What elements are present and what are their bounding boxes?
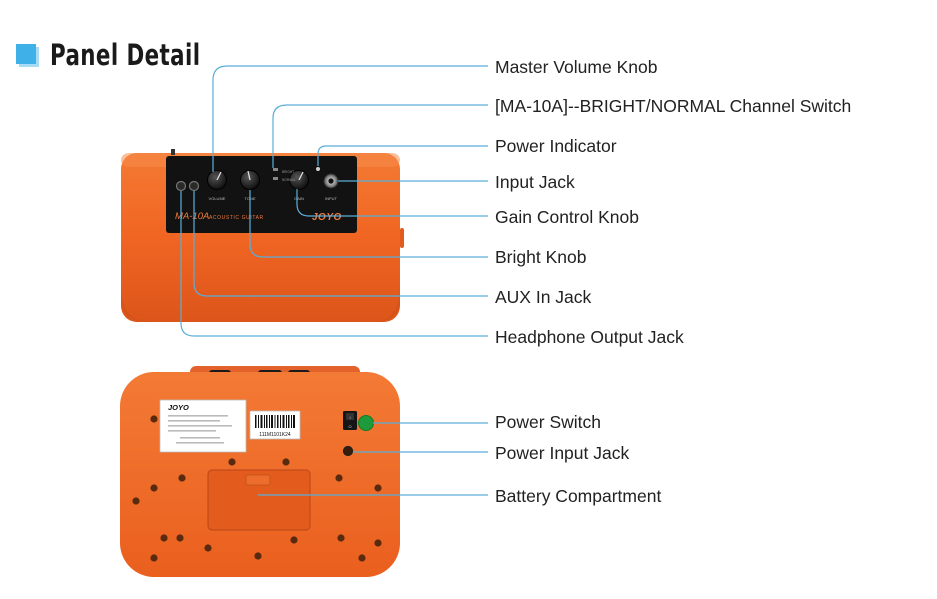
callout-bright-knob: Bright Knob xyxy=(495,247,587,267)
amp-front-top-pin xyxy=(171,149,175,155)
leader-power-indicator xyxy=(317,145,488,166)
aux-jack-hole xyxy=(188,180,200,192)
input-label: INPUT xyxy=(325,196,338,201)
knob-label-gain: GAIN xyxy=(294,196,304,201)
input-jack-hole xyxy=(328,178,334,184)
leader-channel-switch xyxy=(272,104,488,168)
leader-bright-knob xyxy=(249,190,488,258)
power-switch-on-mark: I xyxy=(349,415,350,420)
switch-label-normal: NORMAL xyxy=(282,178,296,182)
power-switch-off-mark: O xyxy=(348,424,351,429)
gain-knob-pointer xyxy=(298,171,304,181)
power-indicator-led xyxy=(316,167,320,171)
switch-label-bright: BRIGHT xyxy=(282,170,294,174)
back-screw-holes xyxy=(132,415,382,562)
battery-compartment-cover xyxy=(207,469,311,531)
amp-front-side-tab xyxy=(400,228,404,248)
barcode-icon xyxy=(255,415,295,428)
leader-aux-jack xyxy=(193,191,488,297)
power-switch-rocker xyxy=(346,413,354,420)
callout-power-input: Power Input Jack xyxy=(495,443,630,463)
volume-knob-pointer xyxy=(216,171,222,181)
callout-battery: Battery Compartment xyxy=(495,486,662,506)
spec-line-6 xyxy=(176,442,224,444)
callout-gain-knob: Gain Control Knob xyxy=(495,207,639,227)
tone-knob-pointer xyxy=(247,170,251,181)
spec-line-3 xyxy=(168,425,232,427)
channel-switch-normal-mark xyxy=(273,177,278,180)
callout-power-indicator: Power Indicator xyxy=(495,136,617,156)
page-title: Panel Detail xyxy=(50,38,201,72)
callout-power-switch: Power Switch xyxy=(495,412,602,432)
amp-back: JOYO xyxy=(120,366,400,577)
serial-number: 111M1101K24 xyxy=(259,432,291,438)
leader-gain-knob xyxy=(296,189,488,217)
leader-headphone-jack xyxy=(180,191,488,337)
spec-line-2 xyxy=(168,420,220,422)
callout-channel-switch: [MA-10A]--BRIGHT/NORMAL Channel Switch xyxy=(495,96,852,116)
channel-switch-bright-mark xyxy=(273,168,278,171)
brand-logo-front: JOYO xyxy=(312,212,342,223)
amp-front: VOLUME TONE GAIN INPUT BRIGHT NORMAL MA-… xyxy=(121,149,404,322)
leader-master-volume xyxy=(212,65,488,172)
callout-headphone-jack: Headphone Output Jack xyxy=(495,327,684,347)
callout-input-jack: Input Jack xyxy=(495,172,575,192)
spec-line-1 xyxy=(168,415,228,417)
power-switch-green-dot xyxy=(358,415,374,431)
model-name: MA-10A xyxy=(175,211,209,222)
headphone-jack-hole xyxy=(175,180,187,192)
battery-cover-latch xyxy=(245,474,271,486)
model-subtitle: ACOUSTIC GUITAR xyxy=(209,215,264,221)
spec-label-brand: JOYO xyxy=(168,403,189,412)
spec-line-5 xyxy=(180,437,220,439)
leader-lines xyxy=(180,65,488,496)
power-input-jack xyxy=(342,445,354,457)
knob-label-volume: VOLUME xyxy=(209,196,226,201)
title-bullet-square xyxy=(16,44,36,64)
callout-aux-jack: AUX In Jack xyxy=(495,287,592,307)
spec-line-4 xyxy=(168,430,216,432)
callout-master-volume: Master Volume Knob xyxy=(495,57,658,77)
